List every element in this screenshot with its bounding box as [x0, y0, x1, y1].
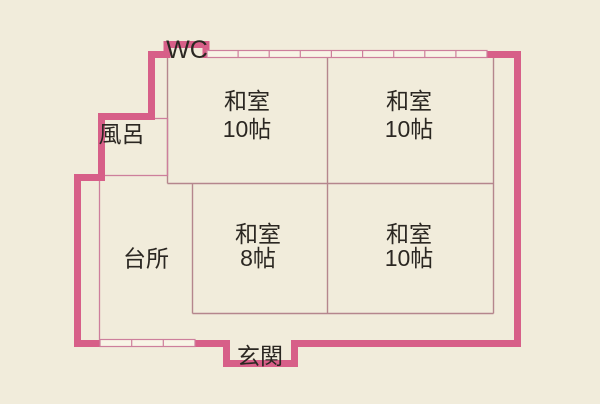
- label-room-se-size: 10帖: [385, 245, 434, 271]
- label-bath: 風呂: [99, 121, 145, 147]
- room-washitsu-sw: 和室 8帖: [235, 221, 281, 271]
- label-room-nw-name: 和室: [224, 88, 270, 114]
- label-room-sw-name: 和室: [235, 221, 281, 247]
- room-washitsu-se: 和室 10帖: [385, 221, 434, 271]
- window-bottom-mullions: [131, 339, 164, 347]
- label-room-ne-size: 10帖: [385, 116, 434, 142]
- window-top-frame: [206, 49, 488, 59]
- label-room-se-name: 和室: [386, 221, 432, 247]
- room-washitsu-ne: 和室 10帖: [385, 88, 434, 142]
- label-kitchen: 台所: [123, 246, 169, 272]
- label-room-nw-size: 10帖: [223, 116, 272, 142]
- label-room-ne-name: 和室: [386, 88, 432, 114]
- window-bottom-frame: [99, 338, 196, 348]
- label-room-sw-size: 8帖: [240, 245, 276, 271]
- exterior-wall: [74, 41, 521, 367]
- window-bottom: [99, 338, 196, 348]
- room-washitsu-nw: 和室 10帖: [223, 88, 272, 142]
- label-wc: WC: [166, 36, 208, 64]
- partition-lines: [166, 48, 495, 315]
- window-top: [206, 49, 488, 59]
- window-top-mullions: [237, 50, 457, 58]
- labels: WC 風呂 台所 玄関 和室 10帖 和室 10帖 和室 8帖 和室 10帖: [99, 36, 434, 369]
- label-entrance: 玄関: [237, 343, 283, 369]
